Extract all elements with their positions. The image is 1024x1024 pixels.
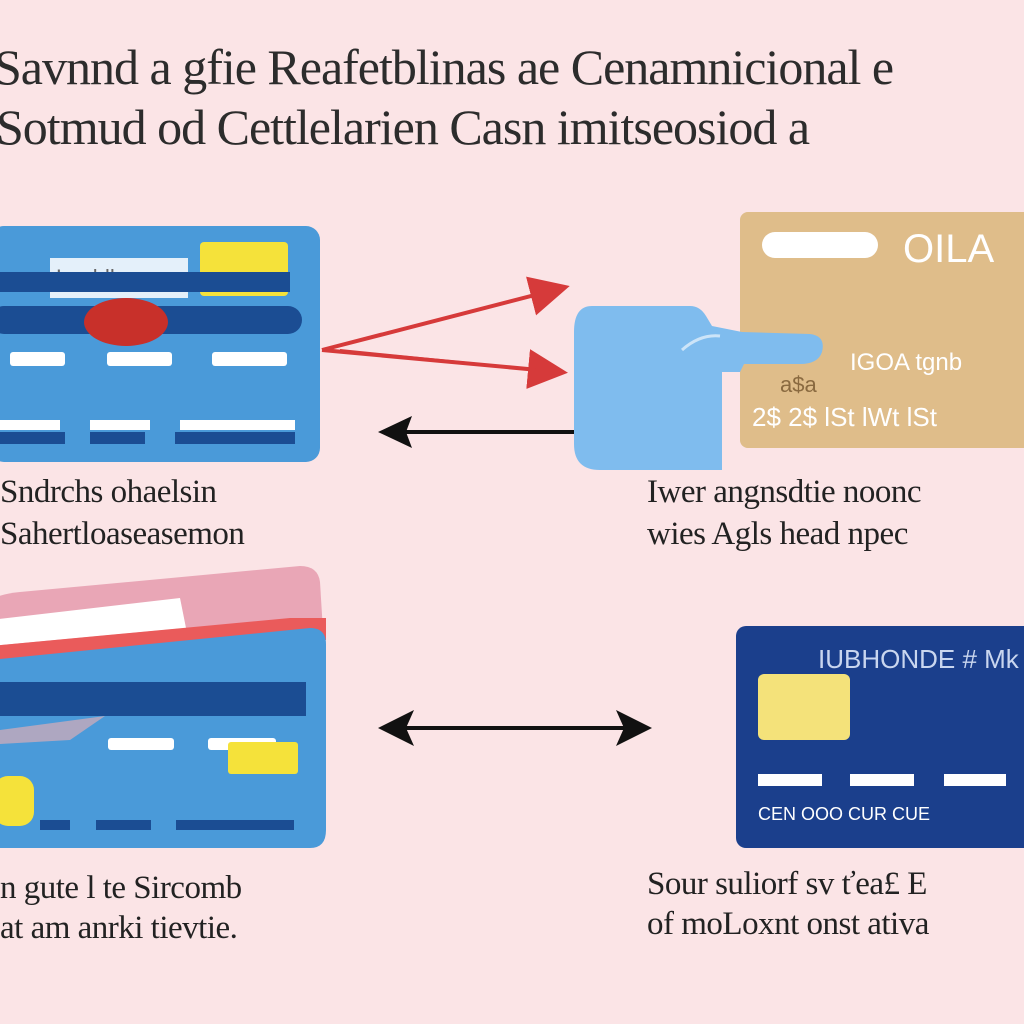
- card-brand-text: OILA: [903, 227, 994, 271]
- caption-bottom-left-1: n gute l te Sircomb: [0, 870, 242, 906]
- title-line-1: Savnnd a gfie Reafetblinas ae Cenamnicio…: [0, 39, 894, 95]
- chip-icon: [228, 742, 298, 774]
- black-arrow-left: [378, 416, 580, 448]
- hand-icon: [574, 306, 823, 470]
- double-arrow: [378, 710, 652, 746]
- caption-top-left-2: Sahertloaseasemon: [0, 516, 245, 552]
- card-row-1: IGOA tgnb: [850, 349, 962, 376]
- card-bottom-left-front: [0, 628, 326, 848]
- magstripe: [0, 682, 306, 716]
- card-top-left: Lnaldhs: [0, 226, 320, 462]
- caption-top-right-1: Iwer angnsdtie noonc: [647, 474, 922, 510]
- caption-bottom-right-2: of moLoxnt onst ativa: [647, 906, 929, 942]
- title-line-2: Sotmud od Cettlelarien Casn imitseosiod …: [0, 99, 810, 155]
- caption-bottom-left-2: at am anrki tievtie.: [0, 910, 238, 946]
- card-top-right: OILA IGOA tgnb a$a 2$ 2$ lSt lWt lSt: [740, 212, 1024, 448]
- card-brand-text: IUBHONDE # Mk: [818, 644, 1020, 674]
- card-bottom-right: IUBHONDE # Mk CEN OOO CUR CUE: [736, 626, 1024, 848]
- chip-icon: [758, 674, 850, 740]
- card-numbers: CEN OOO CUR CUE: [758, 804, 930, 824]
- card-row-3: 2$ 2$ lSt lWt lSt: [752, 402, 938, 432]
- red-arrow-upper: [321, 276, 570, 352]
- card-label-pill: [762, 232, 878, 258]
- chip-icon-2: [0, 776, 34, 826]
- caption-top-left-1: Sndrchs ohaelsin: [0, 474, 217, 510]
- red-seal-icon: [84, 298, 168, 346]
- card-row-2: a$a: [780, 372, 817, 397]
- caption-bottom-right-1: Sour suliorf sv ťea£ E: [647, 866, 927, 902]
- caption-top-right-2: wies Agls head npec: [647, 516, 908, 552]
